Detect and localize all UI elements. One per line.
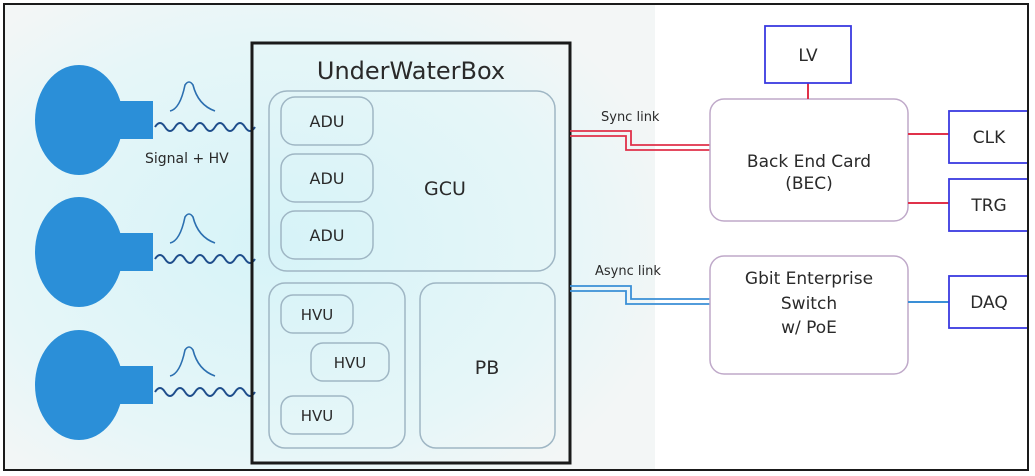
gcu-block xyxy=(268,90,556,272)
pb-block xyxy=(419,282,556,449)
bec-line1: Back End Card xyxy=(747,152,871,172)
gcu-label: GCU xyxy=(424,178,466,200)
signal-hv-label: Signal + HV xyxy=(145,151,229,167)
bec-line2: (BEC) xyxy=(785,174,833,194)
switch-box xyxy=(709,255,909,375)
diagram-frame: Signal + HV UnderWaterBox GCU ADU ADU AD… xyxy=(3,3,1029,471)
hvu-label-3: HVU xyxy=(301,407,334,425)
trg-label: TRG xyxy=(970,196,1006,216)
hvu-box-3 xyxy=(280,395,354,435)
hvu-label-2: HVU xyxy=(334,354,367,372)
clk-label: CLK xyxy=(973,128,1006,148)
underwaterbox-title: UnderWaterBox xyxy=(317,57,505,85)
lv-label: LV xyxy=(798,46,818,66)
async-link-label: Async link xyxy=(595,264,661,279)
switch-line2: Switch xyxy=(781,294,837,314)
trg-box xyxy=(948,178,1027,232)
adu-label-1: ADU xyxy=(310,112,345,131)
pmt-1 xyxy=(35,65,256,175)
pb-label: PB xyxy=(475,357,500,379)
daq-box xyxy=(948,275,1027,329)
system-diagram: Signal + HV UnderWaterBox GCU ADU ADU AD… xyxy=(5,5,1027,469)
daq-label: DAQ xyxy=(970,293,1008,313)
switch-line1: Gbit Enterprise xyxy=(745,269,873,289)
pmt-3 xyxy=(35,330,256,440)
async-link-line xyxy=(570,285,710,305)
hvu-block xyxy=(268,282,406,449)
hvu-box-2 xyxy=(310,342,390,382)
underwaterbox xyxy=(250,41,572,465)
sync-link-line xyxy=(570,130,710,151)
adu-label-2: ADU xyxy=(310,169,345,188)
sync-link-label: Sync link xyxy=(601,110,660,125)
switch-line3: w/ PoE xyxy=(781,318,837,338)
adu-label-3: ADU xyxy=(310,226,345,245)
clk-box xyxy=(948,110,1027,164)
adu-box-3 xyxy=(280,210,374,260)
adu-box-2 xyxy=(280,153,374,203)
pmt-2 xyxy=(35,197,256,307)
hvu-box-1 xyxy=(280,294,354,334)
hvu-label-1: HVU xyxy=(301,306,334,324)
adu-box-1 xyxy=(280,96,374,146)
lv-box xyxy=(764,25,852,84)
